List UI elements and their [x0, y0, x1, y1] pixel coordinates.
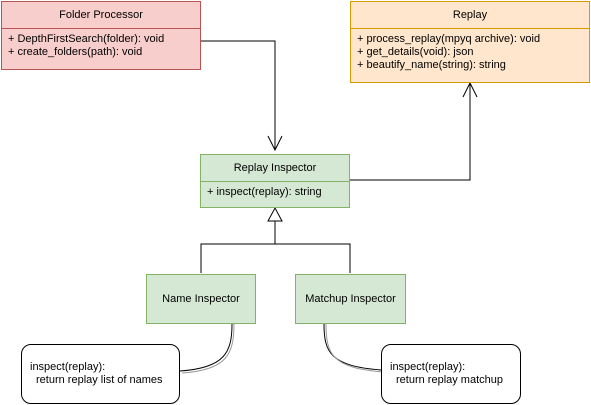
note-name-inspector[interactable]: inspect(replay): return replay list of n… [21, 344, 180, 404]
replay-method: + process_replay(mpyq archive): void [357, 33, 541, 45]
edge-inspector-to-replay [350, 83, 471, 181]
folder-processor-title: Folder Processor [2, 2, 200, 29]
name-inspector-class[interactable]: Name Inspector [146, 274, 256, 324]
folder-processor-method: + create_folders(path): void [8, 46, 143, 58]
inherit-triangle [267, 206, 283, 222]
folder-processor-class[interactable]: Folder Processor + DepthFirstSearch(fold… [1, 1, 201, 70]
replay-method: + beautify_name(string): string [357, 59, 506, 71]
replay-method: + get_details(void): json [357, 46, 474, 58]
edge-matchup-inherit [275, 243, 351, 273]
note-line: return replay matchup [396, 374, 503, 386]
note-line: return replay list of names [36, 374, 163, 386]
edge-name-inherit [200, 243, 275, 273]
note-link-name-shadow [181, 323, 235, 374]
replay-inspector-title: Replay Inspector [201, 155, 349, 182]
arrowhead-replay [462, 81, 478, 98]
folder-processor-method: + DepthFirstSearch(folder): void [8, 33, 165, 45]
note-line: inspect(replay): [30, 361, 106, 373]
note-line: inspect(replay): [390, 361, 466, 373]
replay-inspector-class[interactable]: Replay Inspector + inspect(replay): stri… [200, 154, 350, 208]
edge-folder-to-inspector [201, 40, 276, 150]
matchup-inspector-class[interactable]: Matchup Inspector [295, 274, 406, 324]
replay-title: Replay [351, 2, 589, 29]
replay-inspector-method: + inspect(replay): string [207, 186, 322, 198]
note-link-name [179, 323, 233, 372]
replay-class[interactable]: Replay + process_replay(mpyq archive): v… [350, 1, 590, 83]
matchup-inspector-title: Matchup Inspector [305, 293, 396, 305]
arrowhead-folder [267, 135, 283, 152]
note-link-matchup [323, 323, 382, 371]
note-link-matchup-shadow [325, 323, 384, 373]
note-matchup-inspector[interactable]: inspect(replay): return replay matchup [381, 344, 521, 404]
name-inspector-title: Name Inspector [162, 293, 240, 305]
